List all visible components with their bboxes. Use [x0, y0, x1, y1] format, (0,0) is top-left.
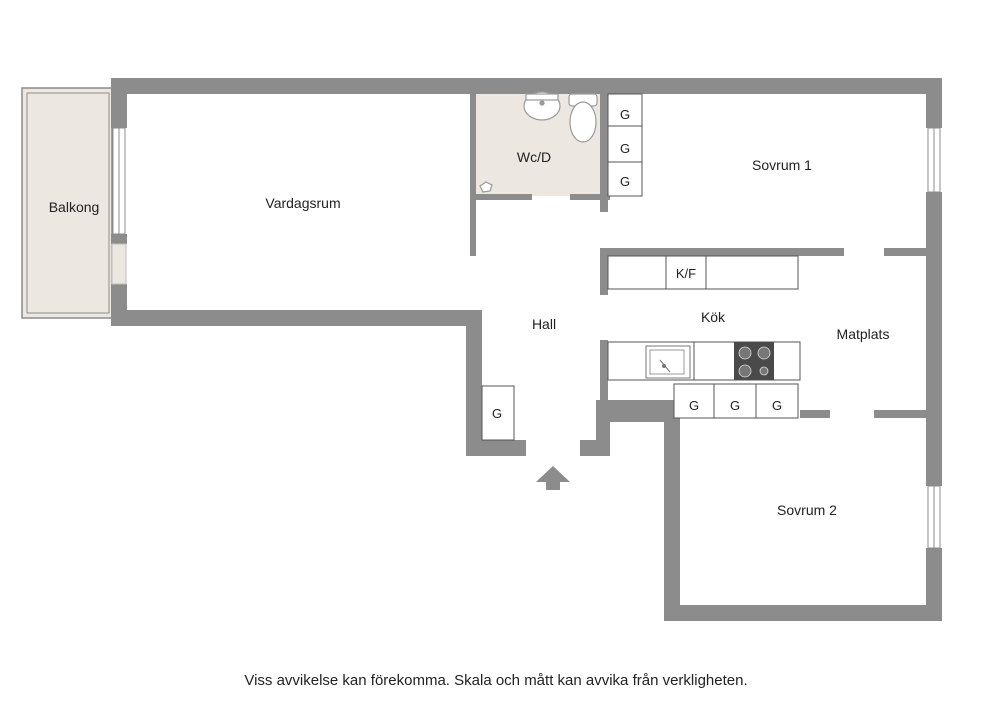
- closet-label: G: [620, 141, 630, 156]
- floor-drain-icon: [479, 181, 493, 193]
- kitchen-upper-counter: K/F: [607, 255, 799, 290]
- room-label-wcd: Wc/D: [517, 149, 551, 165]
- closets-kitchen: G G G: [673, 383, 799, 419]
- closet-label: G: [492, 406, 502, 421]
- room-label-hall: Hall: [532, 316, 556, 332]
- room-label-kok: Kök: [701, 309, 726, 325]
- closets-wc: G G G: [607, 93, 643, 197]
- disclaimer-text: Viss avvikelse kan förekomma. Skala och …: [244, 672, 748, 689]
- wc-fixtures: [479, 91, 598, 193]
- windows: [112, 127, 941, 549]
- closet-label: G: [689, 398, 699, 413]
- room-label-matplats: Matplats: [837, 326, 890, 342]
- room-label-sovrum1: Sovrum 1: [752, 157, 812, 173]
- closet-label: G: [620, 174, 630, 189]
- balcony-door: [111, 243, 127, 285]
- balcony: [21, 87, 113, 319]
- closet-label: G: [772, 398, 782, 413]
- toilet-bowl-icon: [569, 101, 597, 143]
- kitchen-lower-counter: [607, 341, 801, 381]
- fridge-freezer-label: K/F: [676, 266, 696, 281]
- closet-hall: G: [481, 385, 515, 441]
- closet-label: G: [620, 107, 630, 122]
- room-label-balkong: Balkong: [49, 199, 100, 215]
- room-label-vardagsrum: Vardagsrum: [265, 195, 340, 211]
- walls: [111, 78, 942, 621]
- room-label-sovrum2: Sovrum 2: [777, 502, 837, 518]
- entrance-arrow-icon: [536, 466, 570, 490]
- closet-label: G: [730, 398, 740, 413]
